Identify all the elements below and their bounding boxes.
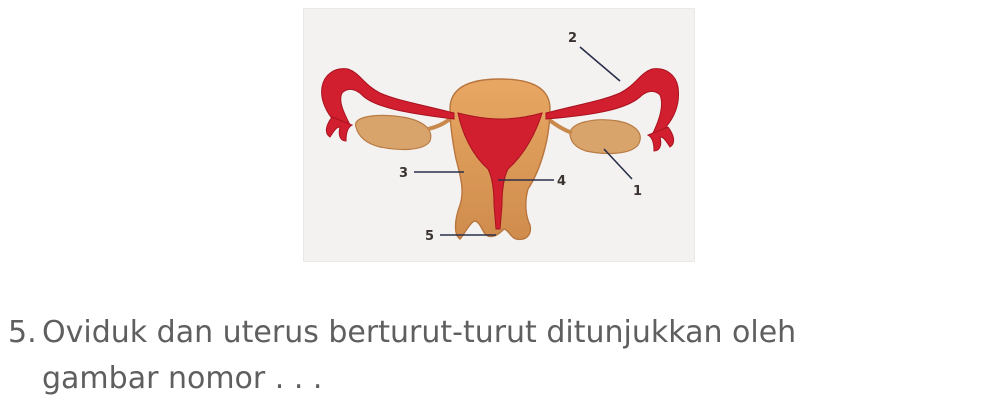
- leader-line-2: [579, 46, 621, 82]
- label-1: 1: [633, 184, 642, 199]
- left-fimbriae: [325, 116, 354, 142]
- female-reproductive-diagram: 2 1 3 4 5: [321, 31, 679, 244]
- right-ovary: [569, 119, 641, 155]
- leader-line-1: [603, 148, 633, 180]
- right-fimbriae: [646, 126, 675, 152]
- left-ovary: [355, 114, 432, 151]
- uterine-cavity: [457, 112, 543, 230]
- label-2: 2: [568, 31, 577, 46]
- reproductive-system-figure: 2 1 3 4 5: [303, 8, 695, 262]
- right-oviduct: [545, 68, 679, 136]
- label-4: 4: [557, 174, 566, 189]
- right-ligament: [546, 117, 573, 135]
- left-ligament: [427, 117, 452, 131]
- label-5: 5: [425, 229, 434, 244]
- question-line-2: gambar nomor . . .: [42, 361, 323, 396]
- label-3: 3: [399, 166, 408, 181]
- question-text: 5.Oviduk dan uterus berturut-turut ditun…: [8, 310, 998, 402]
- question-line-1: 5.Oviduk dan uterus berturut-turut ditun…: [8, 310, 998, 356]
- question-number: 5.: [8, 315, 37, 350]
- question-line-1-text: Oviduk dan uterus berturut-turut ditunju…: [42, 315, 797, 350]
